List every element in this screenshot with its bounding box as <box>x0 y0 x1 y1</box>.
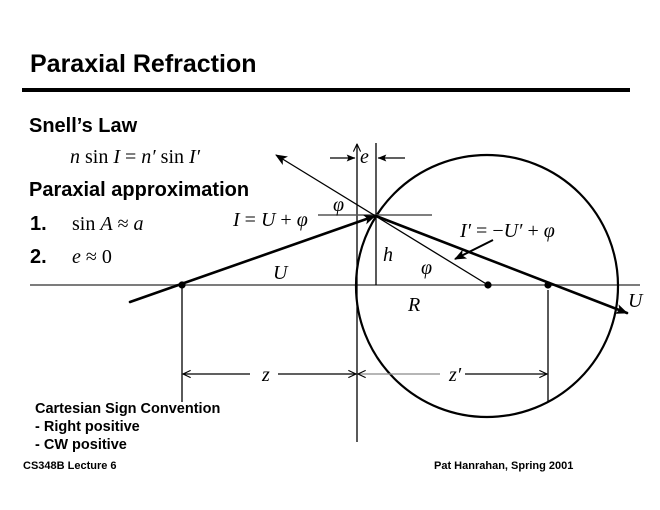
center-of-curvature <box>484 281 492 289</box>
label-e: e <box>360 146 369 168</box>
spherical-surface <box>354 153 620 419</box>
approximation-number-2: 2. <box>30 246 47 268</box>
paraxial-heading: Paraxial approximation <box>29 179 249 201</box>
snell-equation: n sin I = n′ sin I′ <box>70 146 201 168</box>
incident-ray <box>128 214 377 304</box>
label-h: h <box>383 244 393 266</box>
approximation-equation-1: sin A ≈ a <box>72 213 144 235</box>
convention-item-cw-positive: - CW positive <box>35 437 127 453</box>
refracted-angle-pointer <box>454 239 494 260</box>
label-z: z <box>261 364 270 386</box>
label-phi-lower: φ <box>421 257 432 279</box>
approximation-number-1: 1. <box>30 213 47 235</box>
label-U-out: U <box>628 290 644 312</box>
label-phi-top: φ <box>333 194 344 216</box>
refracted-ray <box>374 214 629 315</box>
slide-title: Paraxial Refraction <box>30 50 257 78</box>
snell-heading: Snell’s Law <box>29 115 138 137</box>
convention-item-right-positive: - Right positive <box>35 419 140 435</box>
footer-lecture: CS348B Lecture 6 <box>23 460 117 472</box>
convention-heading: Cartesian Sign Convention <box>35 401 220 417</box>
label-z-prime: z′ <box>448 364 462 386</box>
footer-author: Pat Hanrahan, Spring 2001 <box>434 460 573 472</box>
label-R: R <box>407 294 420 316</box>
surface-normal <box>275 154 489 286</box>
label-refracted-angle: I′ = −U′ + φ <box>459 220 555 242</box>
refraction-diagram: e φ I = U + φ h φ U R I′ = −U′ + φ U z z… <box>30 143 644 442</box>
object-point <box>178 281 186 289</box>
label-incident-angle: I = U + φ <box>232 209 308 231</box>
image-point <box>544 281 552 289</box>
label-U: U <box>273 262 289 284</box>
title-rule <box>22 88 630 92</box>
approximation-equation-2: e ≈ 0 <box>72 246 112 268</box>
